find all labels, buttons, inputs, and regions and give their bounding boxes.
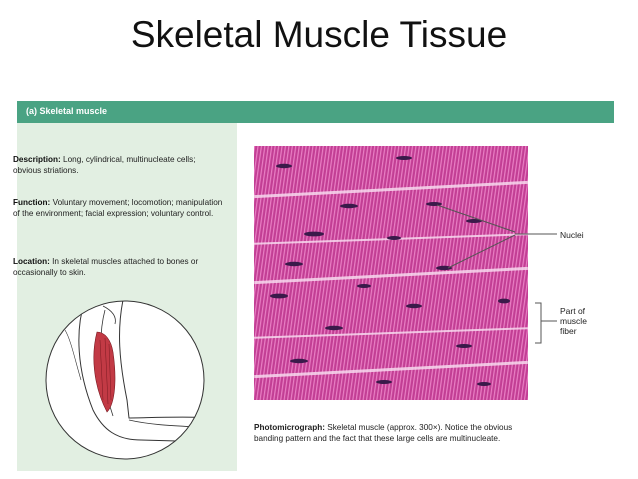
location-body: In skeletal muscles attached to bones or… <box>13 257 199 277</box>
description-label: Description: <box>13 155 61 164</box>
fiber-label: Part of muscle fiber <box>560 306 587 336</box>
photomicrograph-caption: Photomicrograph: Skeletal muscle (approx… <box>254 423 534 444</box>
description-body: Long, cylindrical, multinucleate cells; … <box>13 155 196 175</box>
photomicrograph <box>254 146 528 400</box>
function-text: Function: Voluntary movement; locomotion… <box>13 198 223 219</box>
caption-label: Photomicrograph: <box>254 423 325 432</box>
nuclei-label: Nuclei <box>560 230 584 240</box>
function-label: Function: <box>13 198 51 207</box>
caption-body: Skeletal muscle (approx. 300×). Notice t… <box>254 423 513 443</box>
description-text: Description: Long, cylindrical, multinuc… <box>13 155 223 176</box>
biceps-muscle <box>93 331 116 413</box>
panel-header-label: (a) Skeletal muscle <box>26 106 108 116</box>
slide-title: Skeletal Muscle Tissue <box>130 14 508 55</box>
function-body: Voluntary movement; locomotion; manipula… <box>13 198 223 218</box>
panel-header: (a) Skeletal muscle <box>17 101 614 123</box>
location-label: Location: <box>13 257 50 266</box>
nuclei-dots <box>270 156 510 386</box>
location-text: Location: In skeletal muscles attached t… <box>13 257 223 278</box>
arm-illustration <box>45 300 205 460</box>
